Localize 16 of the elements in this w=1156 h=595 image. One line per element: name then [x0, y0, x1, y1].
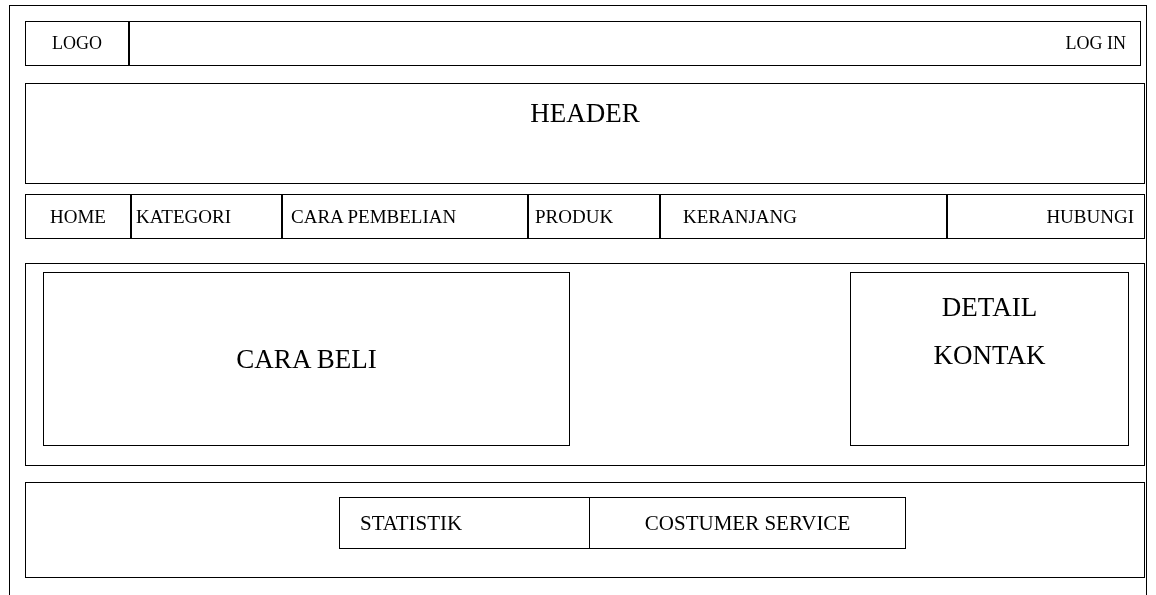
- login-link: LOG IN: [129, 21, 1141, 66]
- header-banner: HEADER: [25, 83, 1145, 184]
- menu-item: HUBUNGI: [947, 194, 1145, 239]
- footer-item: STATISTIK: [339, 497, 590, 549]
- menu-item: HOME: [25, 194, 131, 239]
- top-bar-cell: LOGO: [25, 21, 129, 66]
- content-panel: [25, 263, 1145, 466]
- page-frame: [9, 5, 1147, 595]
- how-to-buy-box: CARA BELI: [43, 272, 570, 446]
- footer-panel: [25, 482, 1145, 578]
- contact-detail-box: DETAIL KONTAK: [850, 272, 1129, 446]
- menu-item: CARA PEMBELIAN: [282, 194, 528, 239]
- menu-item: KERANJANG: [660, 194, 947, 239]
- footer-item: COSTUMER SERVICE: [589, 497, 906, 549]
- menu-item: KATEGORI: [131, 194, 282, 239]
- menu-item: PRODUK: [528, 194, 660, 239]
